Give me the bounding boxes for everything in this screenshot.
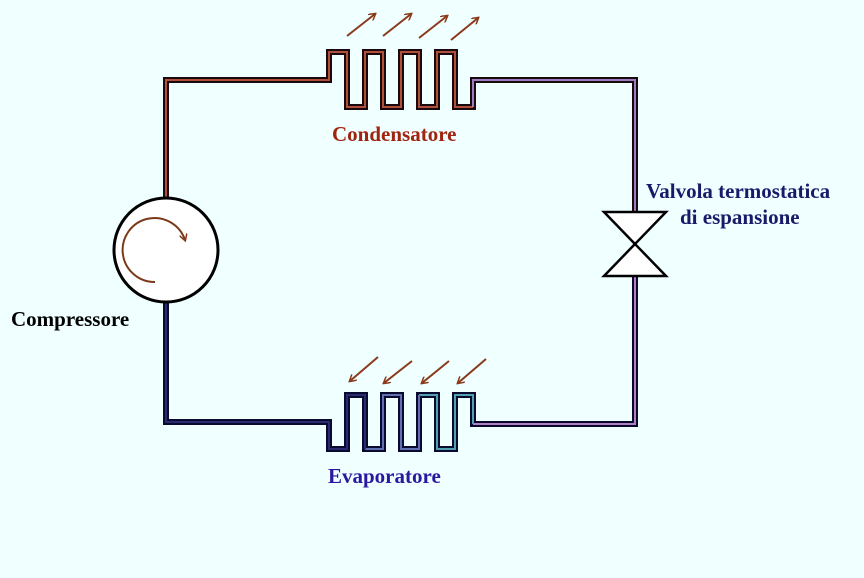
cold-pipe	[163, 276, 638, 452]
compressor-symbol	[112, 196, 220, 304]
expansion-valve-symbol-icon	[601, 210, 669, 278]
heat-out-arrow-icon	[346, 14, 375, 37]
heat-in-arrow-icon	[350, 356, 379, 381]
compressor-label: Compressore	[11, 307, 130, 331]
rotation-arrow-icon	[121, 217, 185, 284]
heat-in-arrows	[350, 356, 487, 383]
condenser-label: Condensatore	[332, 122, 457, 146]
heat-in-arrow-icon	[422, 360, 450, 383]
valve-label-line2: di espansione	[680, 205, 800, 229]
evaporator-label: Evaporatore	[328, 464, 441, 488]
hot-pipe	[163, 49, 638, 212]
valve-label-line1: Valvola termostatica	[646, 179, 831, 203]
heat-in-arrow-icon	[458, 358, 487, 383]
heat-out-arrow-icon	[418, 16, 447, 39]
heat-in-arrow-icon	[384, 360, 413, 383]
heat-out-arrow-icon	[382, 14, 411, 37]
heat-out-arrow-icon	[450, 18, 478, 41]
heat-out-arrows	[346, 14, 478, 41]
